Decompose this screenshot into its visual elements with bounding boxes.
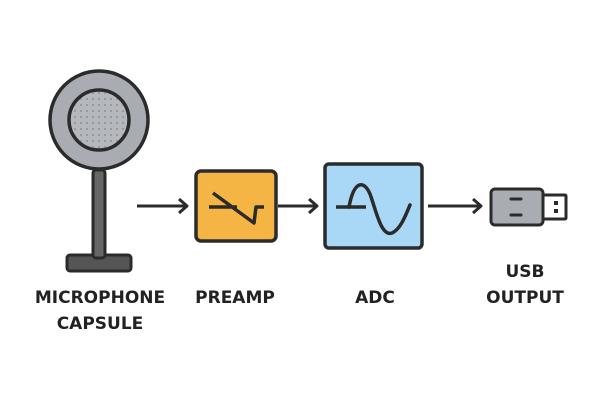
microphone-icon [48, 69, 150, 273]
sine-wave-icon [336, 183, 412, 235]
label-microphone-capsule: MICROPHONE CAPSULE [20, 285, 180, 337]
label-usb-output: USB OUTPUT [470, 259, 580, 311]
adc-block [323, 162, 424, 250]
label-line: PREAMP [195, 288, 275, 308]
label-line: USB [505, 262, 545, 282]
label-line: ADC [355, 288, 395, 308]
preamp-block [194, 169, 278, 243]
label-adc: ADC [320, 285, 430, 311]
arrow-mic-to-preamp [137, 197, 189, 215]
label-line: OUTPUT [486, 288, 564, 308]
label-line: MICROPHONE [34, 288, 166, 308]
usb-plug-icon [489, 187, 568, 227]
amplifier-symbol-icon [209, 191, 264, 225]
arrow-adc-to-usb [428, 197, 483, 215]
arrow-preamp-to-adc [278, 197, 319, 215]
label-preamp: PREAMP [180, 285, 290, 311]
label-line: CAPSULE [56, 314, 144, 334]
